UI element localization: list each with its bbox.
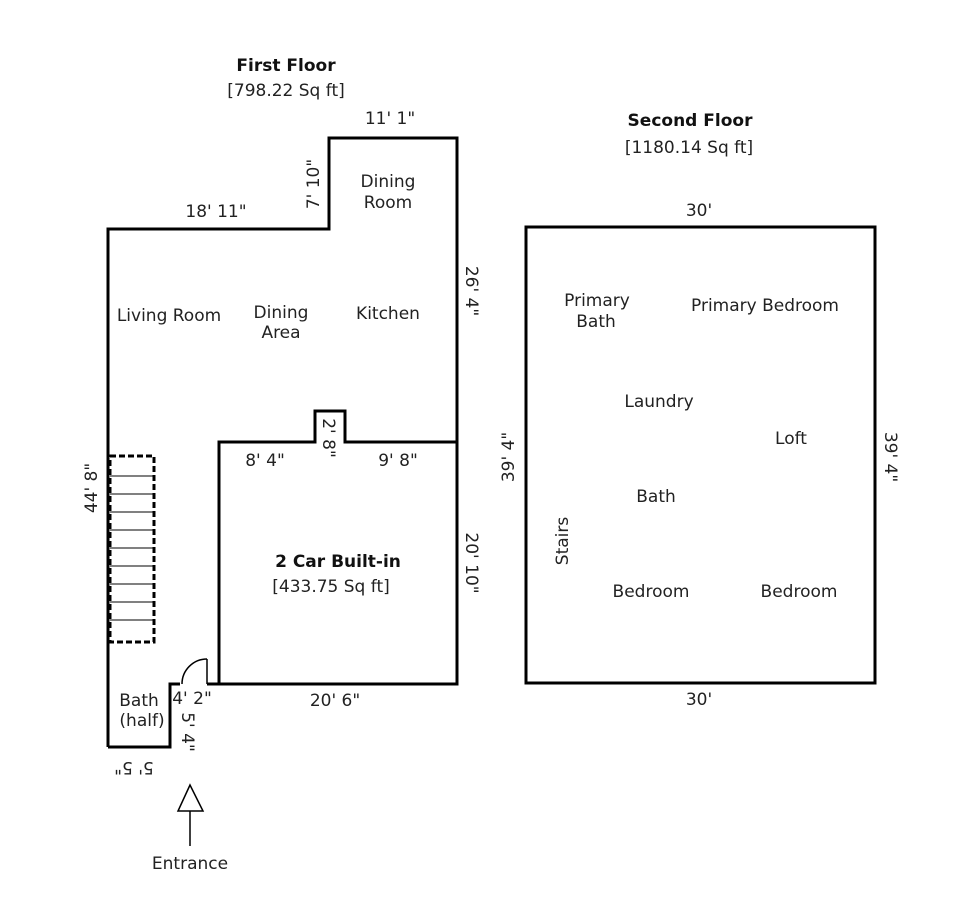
room-stairs: Stairs [553,517,573,566]
room-dining-area-line2: Area [261,323,300,343]
entrance-label: Entrance [152,854,228,874]
dim-living-width: 18' 11" [185,202,246,222]
dim-garage-right-top: 9' 8" [378,451,418,471]
dim-entry-depth: 5' 4" [177,712,197,752]
dim-garage-bottom: 20' 6" [310,691,360,711]
room-dining-area: Dining [254,303,309,323]
room-bedroom-right: Bedroom [761,582,838,602]
dim-left-total: 44' 8" [82,463,102,513]
dim-right-upper: 26' 4" [461,266,481,316]
dim-dining-top: 11' 1" [365,109,415,129]
first-floor-area: [798.22 Sq ft] [227,81,345,101]
room-bath: Bath [636,487,676,507]
room-primary-bedroom: Primary Bedroom [691,296,839,316]
room-dining-room-line2: Room [364,193,412,213]
dim-second-left: 39' 4" [499,432,519,482]
garage-title: 2 Car Built-in [275,552,401,572]
dim-entry-width: 4' 2" [172,689,212,709]
room-dining-room: Dining [361,172,416,192]
first-floor-title: First Floor [236,56,336,76]
room-primary-bath: Primary [564,291,630,311]
first-floor-stairs [108,454,156,644]
room-half-bath-line2: (half) [119,711,164,731]
dim-second-bottom: 30' [686,690,712,710]
entry-door-swing [181,658,208,685]
room-half-bath: Bath [119,691,159,711]
dim-garage-left-top: 8' 4" [245,451,285,471]
dim-garage-right: 20' 10" [461,532,481,593]
room-loft: Loft [775,429,807,449]
room-laundry: Laundry [624,392,693,412]
room-living-room: Living Room [117,306,221,326]
dim-second-top: 30' [686,201,712,221]
first-floor-outline [106,136,459,747]
dim-second-right: 39' 4" [880,432,900,482]
second-floor-area: [1180.14 Sq ft] [625,138,753,158]
garage-area: [433.75 Sq ft] [272,577,390,597]
dim-dining-height: 7' 10" [304,159,324,209]
half-bath-walls [108,682,180,749]
dim-bath-width: 5' 5" [114,757,154,777]
second-floor-title: Second Floor [628,111,754,131]
room-primary-bath-line2: Bath [576,312,616,332]
second-floor-outline [524,225,877,685]
room-kitchen: Kitchen [356,304,420,324]
entrance-arrow-icon [176,783,205,846]
room-bedroom-left: Bedroom [613,582,690,602]
dim-notch: 2' 8" [318,418,338,458]
